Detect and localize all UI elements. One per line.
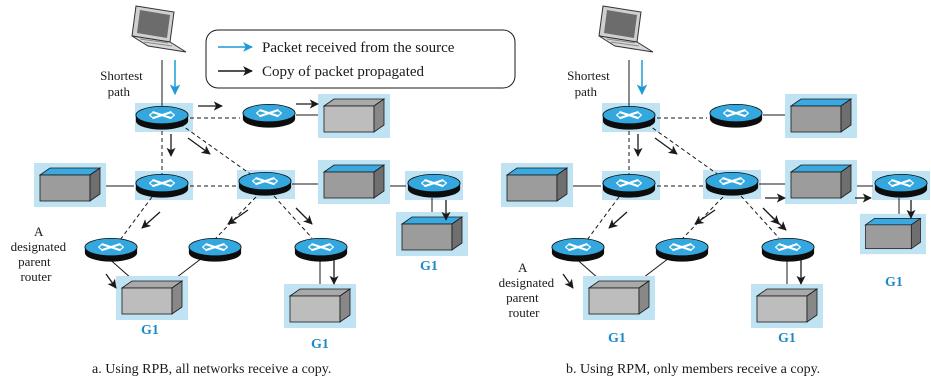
copy-arrow [105, 273, 117, 289]
shortest-path-line: Shortest [100, 68, 143, 83]
legend-copy-label: Copy of packet propagated [262, 64, 425, 80]
designated-line: parent [18, 254, 51, 269]
group-label: G1 [420, 259, 438, 274]
laptop-icon [131, 5, 187, 53]
network-box-icon [500, 162, 574, 208]
shortest-path-line: path [575, 84, 598, 99]
designated-line: router [508, 305, 540, 320]
router-icon [134, 173, 190, 199]
designated-line: designated [499, 275, 555, 290]
link [119, 196, 153, 241]
link [740, 195, 780, 239]
router-icon [704, 171, 760, 197]
link [646, 123, 724, 179]
router-icon [708, 103, 764, 129]
network-box-icon [283, 283, 357, 329]
network-box-icon [317, 159, 391, 205]
router-icon [873, 173, 929, 199]
legend-box [205, 29, 516, 89]
router-icon [654, 237, 710, 263]
router-icon [237, 171, 293, 197]
panel-b: Shortest path A designated parent router… [499, 5, 930, 377]
network-box-icon [859, 213, 927, 255]
designated-router-label: A designated parent router [499, 260, 558, 320]
link [179, 123, 257, 179]
router-icon [550, 237, 606, 263]
copy-arrow [654, 137, 678, 155]
designated-line: router [20, 269, 52, 284]
copy-arrow [295, 207, 313, 225]
group-label: G1 [141, 323, 159, 338]
laptop-icon [598, 5, 654, 53]
panel-a-caption: a. Using RPB, all networks receive a cop… [92, 362, 331, 377]
network-box-icon [750, 283, 824, 329]
router-icon [187, 237, 243, 263]
panel-b-caption: b. Using RPM, only members receive a cop… [566, 362, 820, 377]
copy-arrow [187, 137, 211, 155]
designated-line: A [34, 224, 44, 239]
copy-arrow [562, 273, 574, 289]
network-box-icon [582, 275, 656, 321]
designated-router-label: A designated parent router [11, 224, 70, 284]
group-label: G1 [778, 331, 796, 346]
copy-arrow [694, 209, 716, 225]
panel-a: Shortest path A designated parent router… [11, 5, 469, 377]
copy-arrow [608, 211, 628, 229]
copy-arrow [141, 211, 161, 229]
network-box-icon [784, 159, 858, 205]
designated-line: designated [11, 239, 67, 254]
link [586, 196, 620, 241]
copy-arrow [770, 215, 787, 231]
router-icon [83, 237, 139, 263]
network-box-icon [317, 93, 391, 139]
group-label: G1 [311, 337, 329, 352]
group-label: G1 [885, 275, 903, 290]
network-box-icon [784, 93, 858, 139]
network-box-icon [395, 211, 469, 257]
router-icon [601, 173, 657, 199]
router-icon [760, 237, 816, 263]
legend-source-label: Packet received from the source [262, 40, 455, 56]
group-label: G1 [608, 331, 626, 346]
shortest-path-label: Shortest path [100, 68, 146, 99]
network-box-icon [115, 275, 189, 321]
designated-line: parent [506, 290, 539, 305]
router-icon [293, 237, 349, 263]
legend: Packet received from the source Copy of … [205, 29, 516, 89]
shortest-path-line: path [108, 84, 131, 99]
shortest-path-line: Shortest [567, 68, 610, 83]
router-icon [241, 103, 297, 129]
router-icon [601, 105, 657, 131]
shortest-path-label: Shortest path [567, 68, 613, 99]
network-box-icon [33, 162, 107, 208]
router-icon [406, 173, 462, 199]
router-icon [134, 105, 190, 131]
copy-arrow [227, 209, 249, 225]
link [273, 195, 313, 239]
designated-line: A [518, 260, 528, 275]
